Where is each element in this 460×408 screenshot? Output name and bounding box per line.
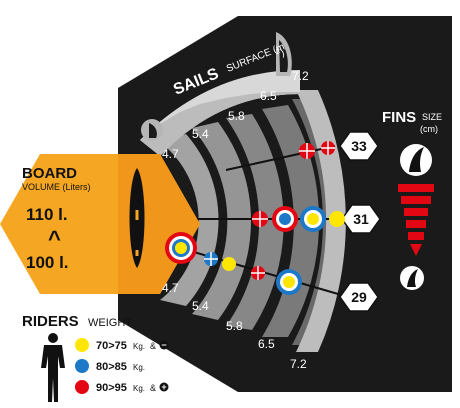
svg-text:Kg.: Kg. xyxy=(133,363,145,372)
rider-legend-medium: 80>85 Kg. xyxy=(75,359,145,373)
fin-size-33: 33 xyxy=(339,131,379,161)
svg-text:80>85: 80>85 xyxy=(96,361,127,373)
svg-text:70>75: 70>75 xyxy=(96,340,127,352)
board-subtitle: VOLUME (Liters) xyxy=(22,182,91,192)
svg-text:4.7: 4.7 xyxy=(162,281,179,295)
marker-red-small xyxy=(252,211,268,227)
markers-row-bottom xyxy=(165,232,302,295)
svg-text:4.7: 4.7 xyxy=(162,147,179,161)
fins-subtitle-unit: (cm) xyxy=(420,124,438,134)
svg-text:29: 29 xyxy=(351,289,367,305)
svg-text:Kg.: Kg. xyxy=(133,384,145,393)
rider-legend-heavy: 90>95 Kg. & + xyxy=(75,380,169,394)
marker-yellow-small xyxy=(222,257,236,271)
sails-subtitle-superscript: 2 xyxy=(275,48,281,56)
fins-subtitle: SIZE xyxy=(422,112,442,122)
fin-size-graphic xyxy=(398,184,434,256)
svg-text:33: 33 xyxy=(351,138,367,154)
svg-text:6.5: 6.5 xyxy=(258,337,275,351)
sail-bottom-values: 4.7 5.4 5.8 6.5 7.2 xyxy=(162,281,307,371)
marker-red-small xyxy=(321,141,335,155)
svg-text:31: 31 xyxy=(353,211,369,227)
svg-text:&: & xyxy=(150,341,156,351)
marker-target-large xyxy=(165,232,197,264)
svg-text:7.2: 7.2 xyxy=(292,69,309,83)
svg-text:5.4: 5.4 xyxy=(192,299,209,313)
marker-blue-small xyxy=(204,252,218,266)
sail-icon-large xyxy=(276,32,292,76)
svg-text:7.2: 7.2 xyxy=(290,357,307,371)
top-sail-strip-inner xyxy=(140,92,300,156)
svg-text:6.5: 6.5 xyxy=(260,89,277,103)
sail-band-4-7 xyxy=(160,134,219,306)
rider-silhouette xyxy=(41,333,65,402)
fin-icon-small xyxy=(400,266,424,290)
svg-text:Kg.: Kg. xyxy=(133,342,145,351)
sail-icon-small xyxy=(141,119,163,141)
sail-band-5-8 xyxy=(226,114,284,330)
marker-target-red xyxy=(272,206,298,232)
marker-target-blue xyxy=(276,269,302,295)
svg-text:&: & xyxy=(150,383,156,393)
riders-title: RIDERS xyxy=(22,313,79,330)
board-title: BOARD xyxy=(22,165,77,182)
svg-text:90>95: 90>95 xyxy=(96,382,127,394)
svg-text:5.8: 5.8 xyxy=(228,109,245,123)
board-volume-min: 100 l. xyxy=(26,253,69,272)
rider-legend-light: 70>75 Kg. & − xyxy=(75,338,169,352)
board-volume-max: 110 l. xyxy=(26,205,68,224)
fin-size-29: 29 xyxy=(339,282,379,312)
marker-target-blue xyxy=(300,206,326,232)
marker-red-small xyxy=(299,143,315,159)
fin-icon-large xyxy=(400,144,432,176)
fins-title: FINS xyxy=(382,109,416,126)
sail-band-6-5 xyxy=(262,105,320,337)
svg-text:−: − xyxy=(161,340,166,350)
markers-row-top xyxy=(299,141,335,159)
sails-subtitle-end: ) xyxy=(279,47,286,58)
riders-subtitle: WEIGHT xyxy=(88,317,132,329)
svg-text:5.4: 5.4 xyxy=(192,127,209,141)
markers-row-middle xyxy=(252,206,345,232)
board-icon xyxy=(129,168,145,268)
outer-arc-band xyxy=(296,90,346,352)
svg-text:+: + xyxy=(161,382,166,392)
sail-top-values: 4.7 5.4 5.8 6.5 7.2 xyxy=(162,69,309,161)
marker-yellow-small xyxy=(329,211,345,227)
sail-band-5-4 xyxy=(192,122,251,320)
board-volume-caret: ^ xyxy=(48,226,61,251)
svg-text:5.8: 5.8 xyxy=(226,319,243,333)
marker-red-small xyxy=(251,266,265,280)
